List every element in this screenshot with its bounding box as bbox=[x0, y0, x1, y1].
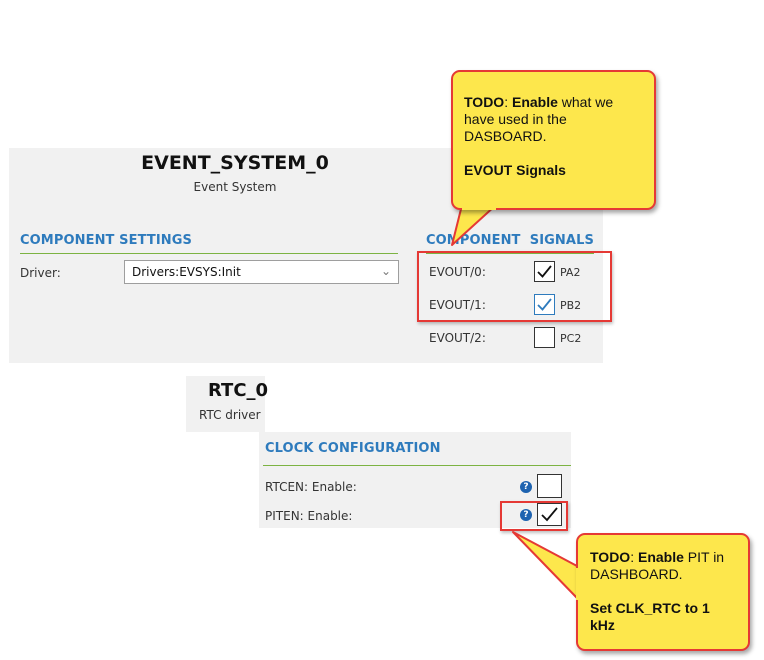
piten-label: PITEN: Enable: bbox=[265, 509, 353, 523]
callout-bottom-line1: TODO: Enable PIT in DASHBOARD. bbox=[590, 549, 725, 582]
evout1-checkbox[interactable] bbox=[534, 294, 555, 315]
evout0-pin: PA2 bbox=[560, 266, 581, 279]
evout2-pin: PC2 bbox=[560, 332, 582, 345]
callout-bottom-seam bbox=[576, 568, 581, 600]
evout2-checkbox[interactable] bbox=[534, 327, 555, 348]
checkmark-icon bbox=[541, 507, 558, 522]
component-signals-header: COMPONENT SIGNALS bbox=[426, 233, 594, 248]
callout-top-line2: EVOUT Signals bbox=[464, 162, 566, 178]
rtcen-label: RTCEN: Enable: bbox=[265, 480, 357, 494]
evout2-label: EVOUT/2: bbox=[429, 331, 486, 345]
rtcen-checkbox[interactable] bbox=[537, 474, 562, 498]
clock-config-header: CLOCK CONFIGURATION bbox=[265, 441, 441, 456]
event-system-title: EVENT_SYSTEM_0 bbox=[141, 152, 329, 174]
driver-select-value: Drivers:EVSYS:Init bbox=[132, 265, 241, 279]
callout-top-seam bbox=[462, 205, 496, 210]
component-settings-header: COMPONENT SETTINGS bbox=[20, 233, 192, 248]
driver-select[interactable]: Drivers:EVSYS:Init ⌄ bbox=[124, 260, 399, 284]
evout0-checkbox[interactable] bbox=[534, 261, 555, 282]
help-icon[interactable]: ? bbox=[520, 481, 532, 493]
callout-top: TODO: Enable what we have used in the DA… bbox=[451, 70, 656, 210]
evout1-pin: PB2 bbox=[560, 299, 582, 312]
rtc-subtitle: RTC driver bbox=[199, 408, 261, 422]
callout-bottom-line2: Set CLK_RTC to 1 kHz bbox=[590, 600, 710, 633]
callout-bottom-tail bbox=[512, 531, 578, 599]
evout1-label: EVOUT/1: bbox=[429, 298, 486, 312]
driver-label: Driver: bbox=[20, 266, 61, 280]
callout-top-line1: TODO: Enable what we have used in the DA… bbox=[464, 94, 614, 144]
component-signals-divider bbox=[426, 253, 594, 254]
evout0-label: EVOUT/0: bbox=[429, 265, 486, 279]
help-icon[interactable]: ? bbox=[520, 509, 532, 521]
event-system-subtitle: Event System bbox=[193, 180, 277, 194]
piten-checkbox[interactable] bbox=[537, 503, 562, 526]
clock-config-panel bbox=[259, 432, 571, 528]
rtc-title-panel bbox=[186, 376, 265, 432]
checkmark-icon bbox=[537, 265, 552, 278]
component-settings-divider bbox=[20, 253, 398, 254]
piten-highlight-box bbox=[500, 501, 568, 531]
checkmark-icon bbox=[537, 298, 552, 311]
clock-config-divider bbox=[263, 465, 571, 466]
signals-highlight-box bbox=[417, 251, 612, 322]
callout-bottom: TODO: Enable PIT in DASHBOARD. Set CLK_R… bbox=[576, 533, 750, 651]
chevron-down-icon: ⌄ bbox=[380, 264, 391, 278]
rtc-title: RTC_0 bbox=[208, 380, 269, 401]
